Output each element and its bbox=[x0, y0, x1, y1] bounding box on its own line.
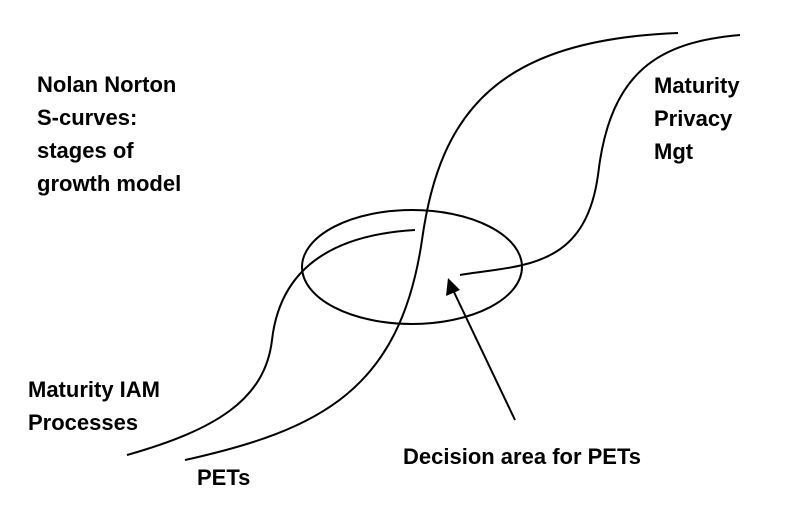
decision-area-ellipse bbox=[301, 209, 523, 325]
privacy-label: Maturity Privacy Mgt bbox=[654, 73, 740, 164]
decision-arrow-head bbox=[446, 278, 460, 296]
privacy-label-line-3: Mgt bbox=[654, 139, 694, 164]
title-line-2: S-curves: bbox=[37, 105, 137, 130]
decision-arrow bbox=[446, 278, 516, 421]
privacy-label-line-2: Privacy bbox=[654, 106, 733, 131]
iam-label: Maturity IAM Processes bbox=[28, 377, 160, 435]
decision-arrow-shaft bbox=[452, 289, 516, 421]
title-line-1: Nolan Norton bbox=[37, 72, 176, 97]
privacy-maturity-curve bbox=[459, 34, 741, 276]
iam-label-line-1: Maturity IAM bbox=[28, 377, 160, 402]
decision-area-label: Decision area for PETs bbox=[403, 444, 641, 469]
iam-label-line-2: Processes bbox=[28, 410, 138, 435]
title-line-3: stages of bbox=[37, 138, 134, 163]
pets-s-curve bbox=[184, 32, 679, 461]
iam-maturity-curve bbox=[126, 229, 416, 456]
title-line-4: growth model bbox=[37, 171, 181, 196]
privacy-label-line-1: Maturity bbox=[654, 73, 740, 98]
diagram-title: Nolan Norton S-curves: stages of growth … bbox=[37, 72, 181, 196]
pets-label: PETs bbox=[197, 465, 250, 490]
